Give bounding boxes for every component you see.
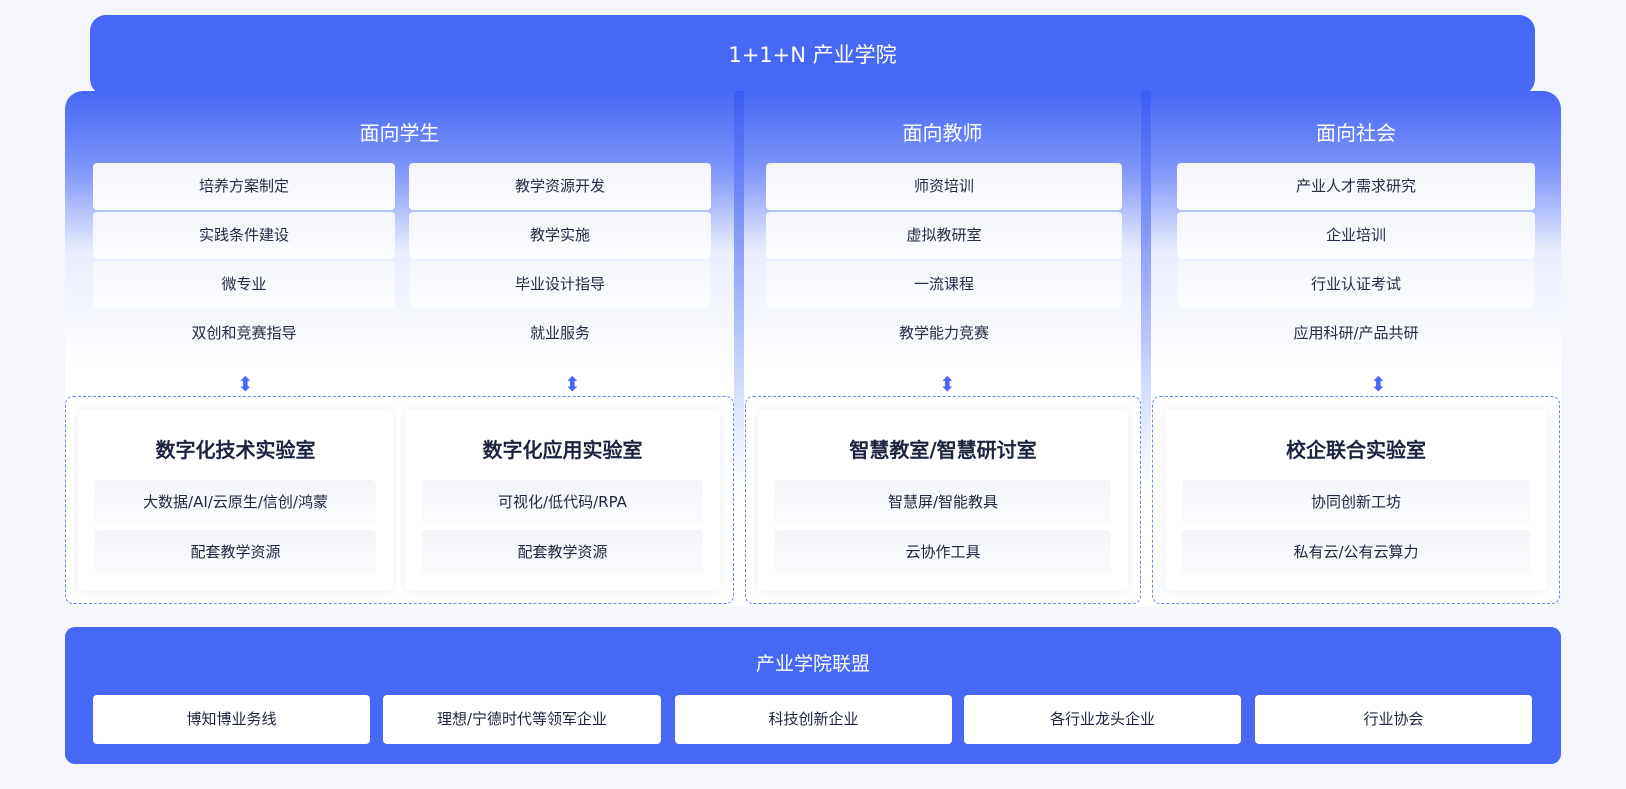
lab-title: 智慧教室/智慧研讨室 xyxy=(849,438,1037,462)
alliance-title: 产业学院联盟 xyxy=(755,653,870,675)
list-item: 培养方案制定 xyxy=(93,163,395,210)
column-heading: 面向教师 xyxy=(902,121,983,145)
lab-title: 校企联合实验室 xyxy=(1286,438,1426,462)
list-item: 应用科研/产品共研 xyxy=(1177,310,1535,357)
list-item: 教学实施 xyxy=(409,212,711,259)
lab-group-society xyxy=(1152,396,1560,604)
list-item: 教学资源开发 xyxy=(409,163,711,210)
lab-item: 配套教学资源 xyxy=(95,530,376,575)
list-item: 师资培训 xyxy=(766,163,1122,210)
list-item: 虚拟教研室 xyxy=(766,212,1122,259)
double-arrow-icon: ⬍ xyxy=(939,372,956,396)
alliance-member: 科技创新企业 xyxy=(675,695,952,744)
double-arrow-icon: ⬍ xyxy=(237,372,254,396)
list-item: 一流课程 xyxy=(766,261,1122,308)
list-item: 行业认证考试 xyxy=(1177,261,1535,308)
double-arrow-icon: ⬍ xyxy=(1370,372,1387,396)
list-item: 实践条件建设 xyxy=(93,212,395,259)
lab-item: 智慧屏/智能教具 xyxy=(775,480,1111,525)
lab-item: 协同创新工坊 xyxy=(1182,480,1530,525)
lab-item: 可视化/低代码/RPA xyxy=(422,480,703,525)
lab-card: 智慧教室/智慧研讨室 智慧屏/智能教具 云协作工具 xyxy=(758,410,1128,591)
alliance-panel: 产业学院联盟 博知博业务线 理想/宁德时代等领军企业 科技创新企业 各行业龙头企… xyxy=(65,627,1561,764)
lab-title: 数字化技术实验室 xyxy=(155,438,316,462)
list-item: 就业服务 xyxy=(409,310,711,357)
alliance-member: 理想/宁德时代等领军企业 xyxy=(383,695,661,744)
lab-item: 大数据/AI/云原生/信创/鸿蒙 xyxy=(95,480,376,525)
lab-card: 数字化技术实验室 大数据/AI/云原生/信创/鸿蒙 配套教学资源 xyxy=(78,410,393,591)
list-item: 企业培训 xyxy=(1177,212,1535,259)
list-item: 教学能力竞赛 xyxy=(766,310,1122,357)
divider xyxy=(1141,91,1151,491)
divider xyxy=(734,91,744,491)
lab-item: 云协作工具 xyxy=(775,530,1111,575)
lab-item: 私有云/公有云算力 xyxy=(1182,530,1530,575)
alliance-member: 博知博业务线 xyxy=(93,695,370,744)
lab-item: 配套教学资源 xyxy=(422,530,703,575)
lab-group-teachers xyxy=(745,396,1141,604)
header-banner: 1+1+N 产业学院 xyxy=(90,15,1535,95)
lab-group-students xyxy=(65,396,734,604)
lab-card: 校企联合实验室 协同创新工坊 私有云/公有云算力 xyxy=(1165,410,1547,591)
column-heading: 面向学生 xyxy=(359,121,440,145)
alliance-member: 各行业龙头企业 xyxy=(964,695,1241,744)
list-item: 双创和竞赛指导 xyxy=(93,310,395,357)
double-arrow-icon: ⬍ xyxy=(564,372,581,396)
alliance-member: 行业协会 xyxy=(1255,695,1532,744)
list-item: 产业人才需求研究 xyxy=(1177,163,1535,210)
list-item: 微专业 xyxy=(93,261,395,308)
column-heading: 面向社会 xyxy=(1316,121,1396,145)
lab-card: 数字化应用实验室 可视化/低代码/RPA 配套教学资源 xyxy=(405,410,720,591)
lab-title: 数字化应用实验室 xyxy=(482,438,643,462)
list-item: 毕业设计指导 xyxy=(409,261,711,308)
